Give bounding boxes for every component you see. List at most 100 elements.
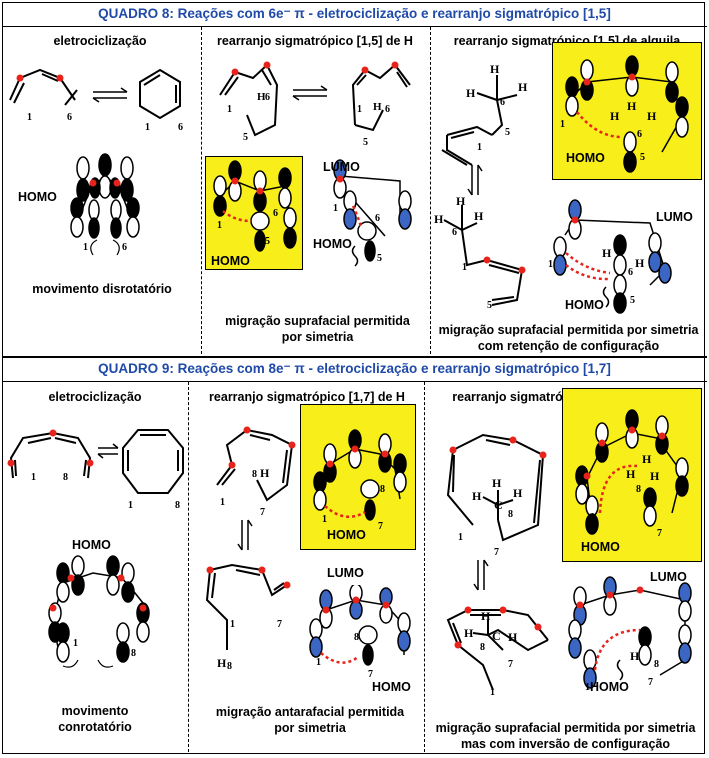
- quadro8-alkyl-lumo-orbital: H H 6 1 5: [548, 199, 672, 314]
- svg-text:H: H: [257, 91, 266, 103]
- svg-text:8: 8: [380, 484, 385, 495]
- svg-text:8: 8: [131, 648, 136, 659]
- quadro8-electrocyclization-scheme: 1 6 1 6 1 6: [9, 68, 183, 256]
- svg-text:H: H: [373, 101, 382, 113]
- svg-text:5: 5: [243, 132, 248, 143]
- atom-label-1: 1: [27, 112, 32, 123]
- svg-text:H: H: [260, 466, 270, 480]
- quadro8-h-homo-label-2: HOMO: [313, 237, 352, 251]
- svg-text:H: H: [490, 62, 500, 76]
- svg-text:1: 1: [31, 472, 36, 483]
- svg-text:H: H: [474, 209, 484, 223]
- svg-text:H: H: [464, 626, 474, 640]
- svg-text:H: H: [518, 80, 528, 94]
- svg-text:H: H: [627, 99, 637, 113]
- svg-text:1: 1: [458, 532, 463, 543]
- svg-text:5: 5: [630, 295, 635, 306]
- quadro8-homo-label: HOMO: [18, 190, 57, 204]
- quadro9-h-homo-orbital: 1 8 7: [313, 429, 407, 532]
- quadro8-h-shift-scheme: 1 H 6 5 1 H 6 5: [219, 61, 411, 148]
- rotation-arrow: [112, 239, 120, 256]
- svg-text:7: 7: [378, 521, 383, 532]
- equilibrium-arrow: [292, 85, 328, 101]
- svg-text:7: 7: [508, 659, 513, 670]
- svg-text:6: 6: [265, 92, 270, 103]
- quadro9-caption-conrot: movimento conrotatório: [58, 704, 132, 734]
- svg-text:7: 7: [494, 547, 499, 558]
- svg-text:H: H: [481, 609, 491, 623]
- svg-text:5: 5: [363, 137, 368, 148]
- svg-text:H: H: [472, 489, 482, 503]
- svg-text:7: 7: [260, 507, 265, 518]
- svg-text:1: 1: [227, 104, 232, 115]
- rotation-arrow: [97, 659, 114, 668]
- svg-text:1: 1: [145, 122, 150, 133]
- quadro8-alkyl-homo-label: HOMO: [566, 151, 605, 165]
- quadro8-col2-header: rearranjo sigmatrópico [1,5] de H: [217, 34, 413, 48]
- svg-text:H: H: [456, 194, 466, 208]
- svg-text:1: 1: [357, 104, 362, 115]
- svg-text:1: 1: [462, 262, 467, 273]
- quadro9-h-homo-label: HOMO: [327, 528, 366, 542]
- svg-text:1: 1: [230, 619, 235, 630]
- quadro9-alkyl-homo-orbital: H H H 8 1 7: [575, 409, 689, 539]
- quadro9-caption-h: migração antarafacial permitida por sime…: [215, 705, 405, 735]
- svg-text:H: H: [647, 109, 657, 123]
- quadro9-alkyl-homo-label-2: HOMO: [590, 680, 629, 694]
- svg-text:8: 8: [354, 632, 359, 643]
- svg-text:1: 1: [73, 638, 78, 649]
- quadro9-electrocyclization-scheme: 1 8 1 8 1 8: [7, 429, 184, 668]
- equilibrium-arrow: [237, 519, 253, 551]
- svg-text:1: 1: [590, 512, 595, 523]
- svg-text:1: 1: [83, 242, 88, 253]
- quadro9-h-lumo-label: LUMO: [327, 566, 364, 580]
- svg-text:H: H: [626, 467, 636, 481]
- svg-text:6: 6: [375, 213, 380, 224]
- quadro9-alkyl-shift-scheme: H H H C 8 1 7 H H C H 8 7 1: [446, 433, 549, 695]
- carbon-dot: [16, 74, 24, 82]
- carbon-dot: [56, 74, 64, 82]
- svg-text:6: 6: [637, 129, 642, 140]
- svg-text:C: C: [492, 629, 501, 643]
- svg-text:C: C: [494, 498, 503, 512]
- svg-text:6: 6: [122, 242, 127, 253]
- svg-text:8: 8: [175, 500, 180, 511]
- svg-text:1: 1: [548, 259, 553, 270]
- svg-text:8: 8: [480, 642, 485, 653]
- quadro8-caption-disrot: movimento disrotatório: [32, 282, 172, 296]
- svg-text:H: H: [610, 109, 620, 123]
- cyclooctatriene-molecule: [122, 429, 184, 494]
- svg-text:5: 5: [265, 236, 270, 247]
- svg-text:5: 5: [487, 300, 492, 311]
- svg-text:1: 1: [585, 682, 590, 693]
- svg-text:8: 8: [636, 484, 641, 495]
- quadro8-title-divider: [2, 26, 707, 27]
- quadro8-title: QUADRO 8: Reações com 6e⁻ π - eletrocicl…: [98, 6, 611, 21]
- svg-text:7: 7: [648, 677, 653, 688]
- svg-text:H: H: [217, 656, 227, 670]
- svg-text:8: 8: [227, 661, 232, 672]
- svg-text:7: 7: [657, 528, 662, 539]
- quadro9-title-divider: [2, 381, 707, 382]
- svg-text:H: H: [492, 476, 502, 490]
- quadro8-h-lumo-orbital: 1 6 5: [333, 159, 412, 267]
- equilibrium-arrow: [473, 559, 489, 591]
- svg-text:H: H: [434, 212, 444, 226]
- quadro9-h-shift-scheme: 8 H 1 7 1 7 H 8: [205, 426, 296, 672]
- quadro8-col1-header: eletrociclização: [53, 34, 147, 48]
- quadro8-h-homo-orbital: 1 6 5: [213, 160, 297, 252]
- svg-text:7: 7: [277, 619, 282, 630]
- svg-text:6: 6: [385, 104, 390, 115]
- svg-text:H: H: [513, 486, 523, 500]
- homo-orbital-diagram: [70, 153, 140, 239]
- quadro8-divider-2: [430, 27, 431, 354]
- svg-text:H: H: [635, 256, 645, 270]
- quadro9-alkyl-homo-label: HOMO: [581, 540, 620, 554]
- quadro9-col1-header: eletrociclização: [48, 390, 142, 404]
- quadro9-divider-1: [188, 382, 189, 752]
- svg-text:6: 6: [273, 208, 278, 219]
- svg-text:8: 8: [252, 469, 257, 480]
- quadro9-col2-header: rearranjo sigmatrópico [1,7] de H: [209, 390, 405, 404]
- quadro8-alkyl-homo-orbital: H H H 6 1 5: [560, 55, 689, 173]
- svg-text:5: 5: [377, 253, 382, 264]
